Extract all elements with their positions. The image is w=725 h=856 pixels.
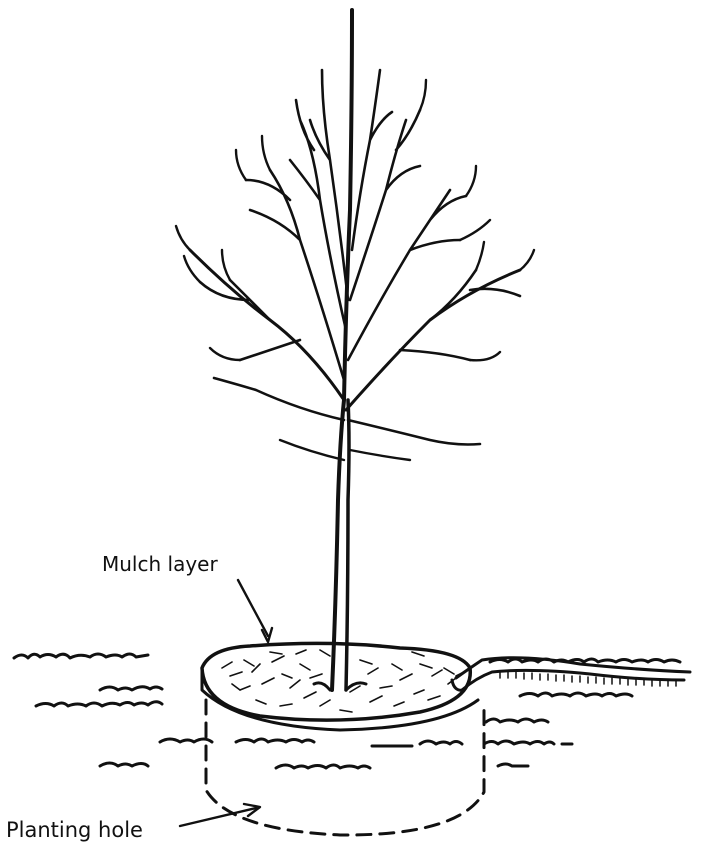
mulch-ring-icon <box>202 643 478 730</box>
mulch-layer-label: Mulch layer <box>102 552 218 576</box>
hose-icon <box>452 658 690 691</box>
hole-label-pointer <box>180 804 260 826</box>
tree-icon <box>176 10 534 690</box>
mulch-label-pointer <box>238 580 272 642</box>
planting-hole-label: Planting hole <box>6 818 143 842</box>
